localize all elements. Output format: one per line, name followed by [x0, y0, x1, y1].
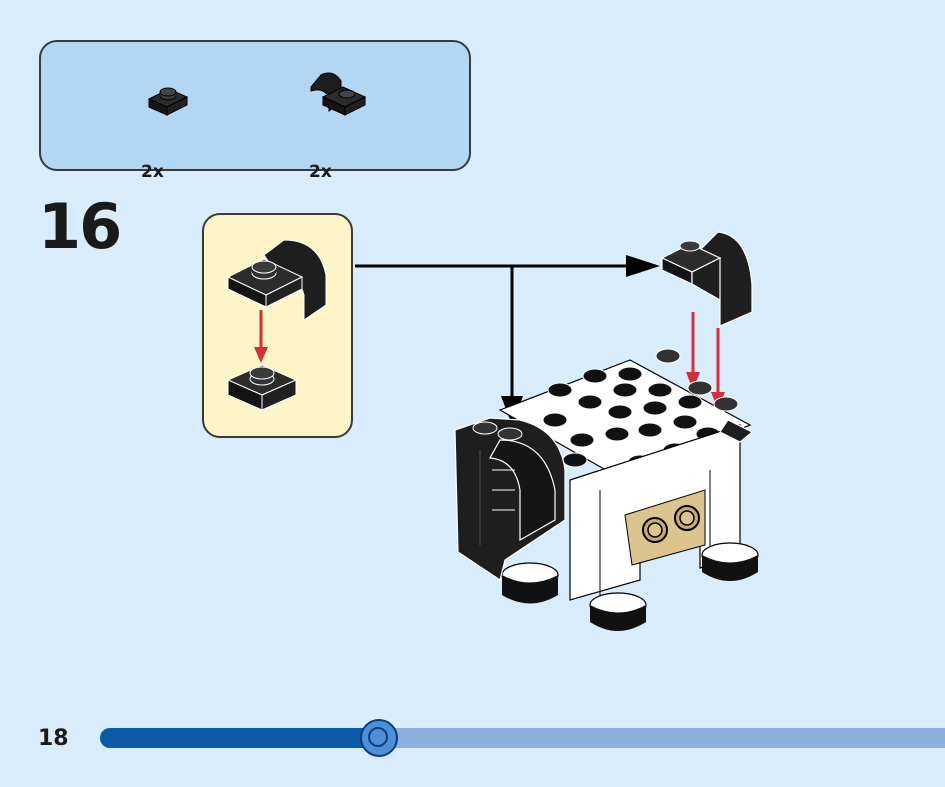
progress-knob: [360, 719, 398, 757]
black-plate-1x1-icon: [147, 87, 189, 116]
red-arrow-icon: [686, 372, 700, 390]
progress-fill: [100, 728, 379, 748]
part-quantity: 2x: [309, 162, 332, 182]
sheep-model: [454, 348, 759, 631]
progress-bar: [100, 719, 945, 757]
sub-assembly-illustration: [226, 239, 327, 411]
part-item: 2x: [303, 67, 393, 182]
floating-bracket-icon: [660, 231, 753, 327]
sub-assembly-box: [202, 213, 353, 438]
black-bracket-curved-icon: [310, 72, 367, 116]
step-number: 16: [38, 190, 122, 263]
plate-piece-icon: [226, 364, 298, 411]
part-quantity: 2x: [141, 162, 164, 182]
red-arrow-icon: [254, 310, 268, 363]
parts-list-box: 2x 2x: [39, 40, 471, 182]
arrow-head-icon: [626, 255, 660, 277]
part-item: 2x: [141, 77, 231, 187]
bracket-piece-icon: [226, 239, 327, 321]
page-number: 18: [38, 726, 69, 751]
